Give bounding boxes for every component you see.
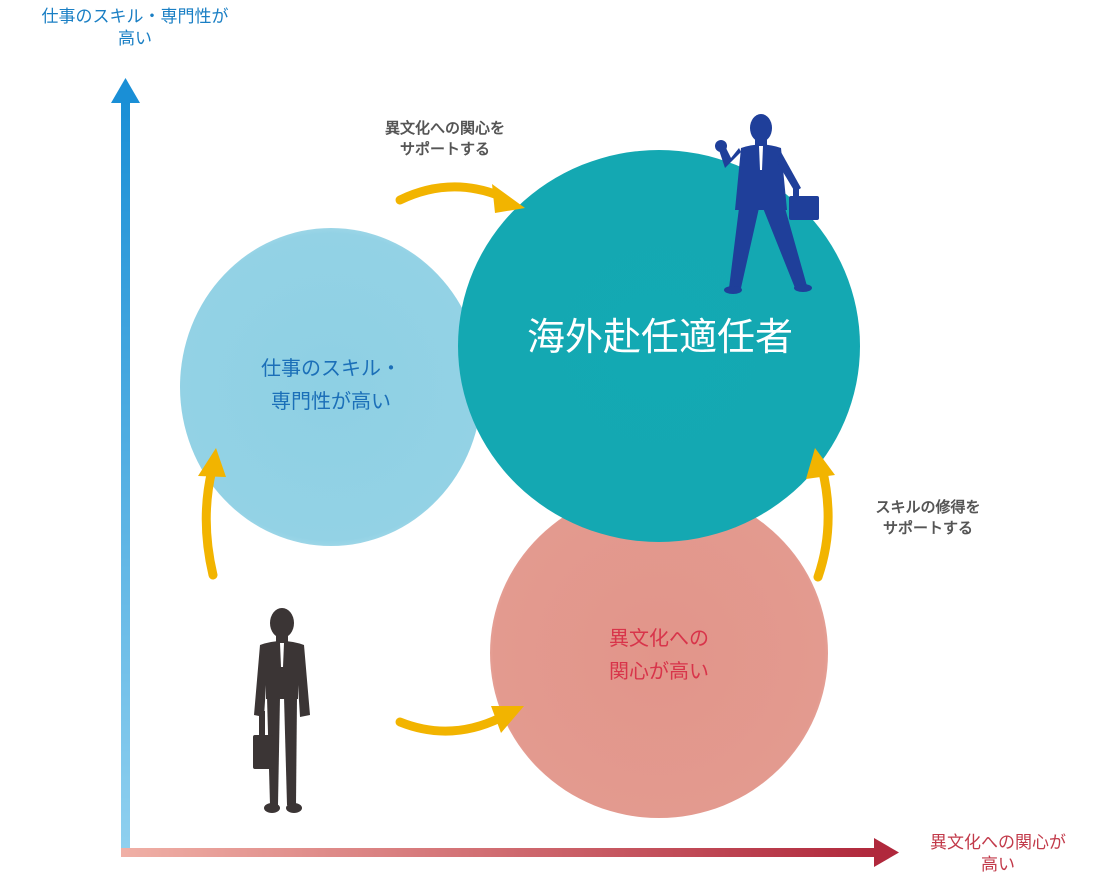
x-axis bbox=[121, 848, 877, 857]
skill-circle bbox=[180, 228, 482, 546]
skill-label-line1: 仕事のスキル・ bbox=[261, 356, 401, 380]
right-note-line1: スキルの修得を bbox=[875, 498, 981, 516]
x-axis-arrowhead bbox=[874, 838, 899, 867]
culture-label-line1: 異文化への bbox=[609, 626, 709, 650]
arrow-left-head bbox=[198, 448, 226, 477]
y-axis bbox=[121, 100, 130, 852]
arrow-bottom bbox=[395, 713, 505, 736]
culture-circle bbox=[490, 488, 828, 818]
y-axis-arrowhead bbox=[111, 78, 140, 103]
y-axis-label-line2: 高い bbox=[118, 29, 152, 49]
y-axis-label: 仕事のスキル・専門性が 高い bbox=[0, 6, 270, 50]
top-note-line1: 異文化への関心を bbox=[384, 119, 505, 137]
right-arrow-note: スキルの修得を サポートする bbox=[828, 497, 1028, 539]
arrow-bottom-head bbox=[491, 706, 524, 733]
culture-label-line2: 関心が高い bbox=[609, 659, 709, 683]
arrow-right-head bbox=[806, 448, 835, 479]
top-arrow-note: 異文化への関心を サポートする bbox=[345, 118, 545, 160]
person-success-icon bbox=[715, 114, 819, 294]
x-axis-label-line2: 高い bbox=[981, 855, 1015, 875]
y-axis-label-line1: 仕事のスキル・専門性が bbox=[41, 7, 229, 27]
x-axis-label: 異文化への関心が 高い bbox=[900, 832, 1096, 876]
target-circle-label: 海外赴任適任者 bbox=[526, 315, 793, 359]
person-businessman-icon bbox=[253, 608, 310, 813]
arrow-top bbox=[395, 182, 505, 205]
skill-label-line2: 専門性が高い bbox=[271, 389, 391, 413]
arrow-left bbox=[201, 465, 218, 580]
culture-circle-label: 異文化への 関心が高い bbox=[520, 622, 798, 688]
arrow-right bbox=[813, 463, 833, 582]
arrow-top-head bbox=[492, 184, 525, 213]
top-note-line2: サポートする bbox=[399, 140, 490, 158]
x-axis-label-line1: 異文化への関心が bbox=[930, 833, 1066, 853]
right-note-line2: サポートする bbox=[882, 519, 973, 537]
skill-circle-label: 仕事のスキル・ 専門性が高い bbox=[200, 352, 462, 418]
